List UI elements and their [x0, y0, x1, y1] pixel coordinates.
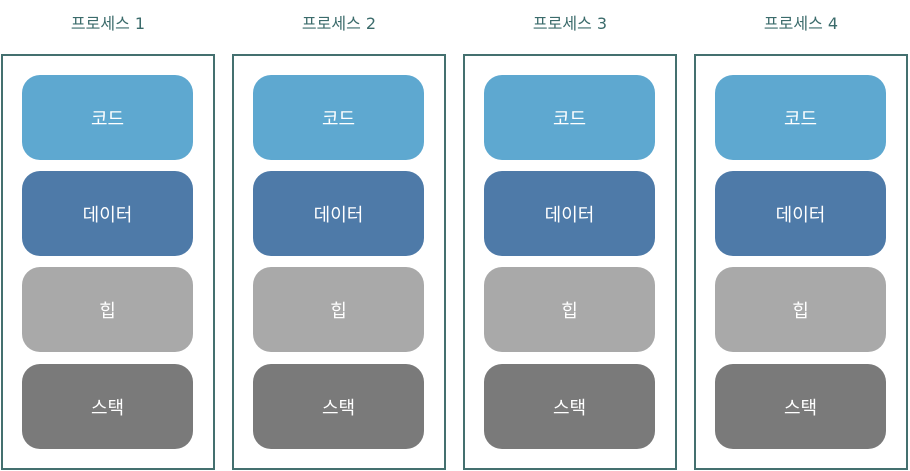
memory-segment-code: 코드 — [253, 75, 424, 160]
process-title: 프로세스 1 — [70, 14, 146, 33]
process-box — [463, 54, 677, 470]
memory-segment-heap: 힙 — [22, 267, 193, 352]
process-title: 프로세스 4 — [763, 14, 839, 33]
process-title: 프로세스 2 — [301, 14, 377, 33]
process-box — [1, 54, 215, 470]
memory-segment-stack: 스택 — [253, 364, 424, 449]
memory-segment-stack: 스택 — [484, 364, 655, 449]
memory-segment-stack: 스택 — [22, 364, 193, 449]
process-box — [694, 54, 908, 470]
memory-segment-heap: 힙 — [484, 267, 655, 352]
memory-segment-code: 코드 — [715, 75, 886, 160]
memory-segment-stack: 스택 — [715, 364, 886, 449]
memory-segment-heap: 힙 — [253, 267, 424, 352]
process-title: 프로세스 3 — [532, 14, 608, 33]
memory-segment-data: 데이터 — [22, 171, 193, 256]
process-box — [232, 54, 446, 470]
memory-segment-data: 데이터 — [253, 171, 424, 256]
memory-segment-code: 코드 — [484, 75, 655, 160]
memory-segment-data: 데이터 — [715, 171, 886, 256]
memory-segment-code: 코드 — [22, 75, 193, 160]
memory-segment-data: 데이터 — [484, 171, 655, 256]
memory-segment-heap: 힙 — [715, 267, 886, 352]
